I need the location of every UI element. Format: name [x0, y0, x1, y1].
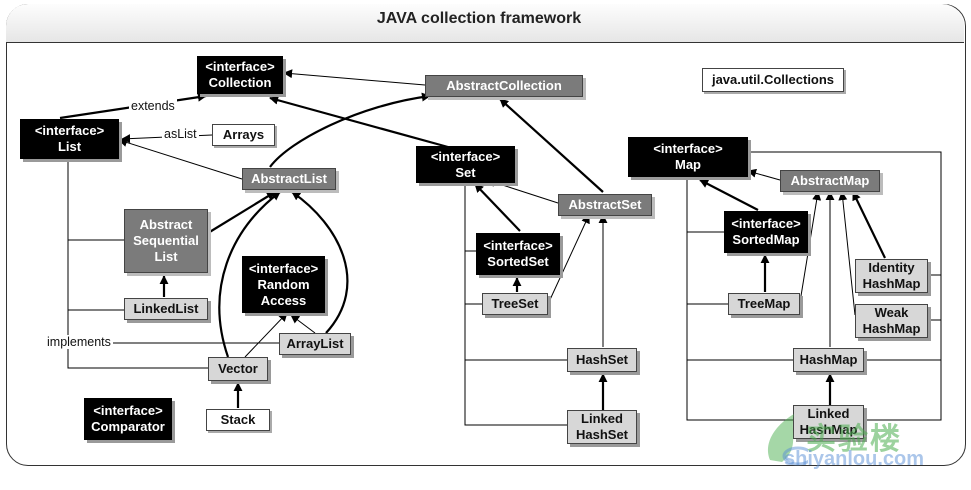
- edge-vector-abstractlist: [218, 191, 281, 358]
- node-line: List: [57, 139, 82, 154]
- node-line: Stack: [220, 412, 256, 427]
- interface-sortedmap: <interface>SortedMap: [724, 211, 808, 253]
- node-line: <interface>: [430, 148, 501, 164]
- diagram-title: JAVA collection framework: [376, 10, 582, 27]
- node-line: <interface>: [93, 403, 163, 418]
- node-line: <interface>: [205, 59, 275, 74]
- node-line: TreeMap: [737, 296, 791, 311]
- edge-abstractsequentiallist-abstractlist: [207, 191, 276, 234]
- interface-comparator: <interface>Comparator: [84, 398, 172, 440]
- list-trunk: [67, 160, 208, 369]
- node-line: Vector: [218, 361, 258, 376]
- interface-collection: <interface>Collection: [197, 56, 283, 94]
- node-line: Linked: [581, 411, 623, 426]
- node-line: Sequential: [133, 233, 199, 248]
- node-line: Linked: [807, 406, 850, 421]
- watermark-subtext: shiyanlou.com: [784, 448, 925, 470]
- node-line: <interface>: [34, 123, 105, 138]
- edge-weakhashmap-abstractmap: [838, 191, 856, 316]
- stack-class: Stack: [206, 409, 270, 431]
- treeset-class: TreeSet: [482, 293, 548, 315]
- node-line: <interface>: [248, 260, 319, 276]
- node-line: AbstractSet: [568, 197, 642, 212]
- node-line: AbstractList: [251, 171, 327, 186]
- node-line: HashMap: [799, 422, 858, 437]
- edge-vector-randomaccess: [244, 312, 288, 358]
- node-line: HashSet: [575, 352, 629, 367]
- title-bar: [6, 4, 964, 43]
- node-line: <interface>: [653, 141, 723, 156]
- abstract-collection: AbstractCollection: [425, 75, 583, 97]
- interface-set: <interface>Set: [416, 146, 515, 183]
- map-trunk: [686, 178, 793, 421]
- hashset-class: HashSet: [567, 348, 637, 372]
- edge-abstractset-set: [486, 178, 559, 204]
- node-line: Abstract: [139, 217, 193, 232]
- set-trunk: [464, 183, 567, 426]
- node-line: HashMap: [862, 321, 921, 336]
- edge-sortedset-set: [474, 183, 521, 232]
- edge-abstractcollection-collection: [283, 69, 426, 86]
- node-line: Weak: [874, 305, 909, 320]
- arraylist-class: ArrayList: [279, 333, 351, 355]
- node-line: <interface>: [483, 238, 553, 253]
- edge-abstractmap-map: [747, 168, 781, 181]
- node-line: Comparator: [91, 419, 165, 434]
- edge-treeset-abstractset: [547, 214, 590, 305]
- edge-set-collection: [269, 95, 449, 149]
- edge-arraylist-abstractlist: [291, 191, 349, 334]
- node-line: LinkedList: [133, 301, 199, 316]
- node-line: HashMap: [862, 276, 921, 291]
- node-line: java.util.Collections: [711, 72, 835, 87]
- node-line: List: [154, 249, 178, 264]
- implements-label: implements: [45, 335, 113, 349]
- node-line: TreeSet: [491, 296, 539, 311]
- edge-arraylist-randomaccess: [290, 314, 316, 334]
- node-line: HashMap: [799, 352, 858, 367]
- hashmap-class: HashMap: [793, 348, 864, 372]
- edge-abstractlist-abstractcollection: [269, 92, 431, 168]
- edge-treemap-abstractmap: [799, 191, 822, 303]
- node-line: <interface>: [731, 216, 801, 231]
- linkedlist-class: LinkedList: [124, 298, 208, 320]
- extends-label: extends: [129, 99, 177, 113]
- edge-abstractlist-list: [118, 138, 243, 180]
- edge-abstractset-abstractcollection: [499, 98, 604, 193]
- edge-sortedmap-map: [699, 179, 759, 211]
- node-line: AbstractCollection: [446, 78, 562, 93]
- node-line: AbstractMap: [790, 173, 870, 188]
- node-line: Random: [257, 276, 310, 292]
- node-line: Collection: [208, 75, 272, 90]
- aslist-label: asList: [162, 127, 199, 141]
- vector-class: Vector: [208, 357, 268, 381]
- interface-map: <interface>Map: [628, 137, 748, 177]
- node-line: ArrayList: [286, 336, 344, 351]
- treemap-class: TreeMap: [728, 293, 800, 315]
- node-line: SortedMap: [732, 232, 800, 247]
- node-line: HashSet: [575, 427, 629, 442]
- watermark-brand: 实验楼: [806, 423, 902, 456]
- node-line: SortedSet: [487, 254, 549, 269]
- interface-list: <interface>List: [20, 119, 119, 159]
- java-util-collections: java.util.Collections: [702, 68, 844, 92]
- edge-identityhashmap-abstractmap: [852, 191, 886, 259]
- watermark: 实验楼 shiyanlou.com: [760, 410, 965, 470]
- node-line: Map: [675, 157, 701, 172]
- node-line: Arrays: [222, 127, 265, 142]
- leaf-logo-icon: [768, 414, 808, 466]
- abstract-list: AbstractList: [242, 168, 336, 190]
- interface-sortedset: <interface>SortedSet: [476, 233, 560, 275]
- abstract-set: AbstractSet: [558, 194, 652, 216]
- arrays-class: Arrays: [212, 124, 275, 146]
- node-line: Identity: [868, 260, 915, 275]
- abstract-map: AbstractMap: [780, 170, 880, 192]
- node-line: Access: [260, 292, 307, 308]
- node-line: Set: [455, 164, 476, 180]
